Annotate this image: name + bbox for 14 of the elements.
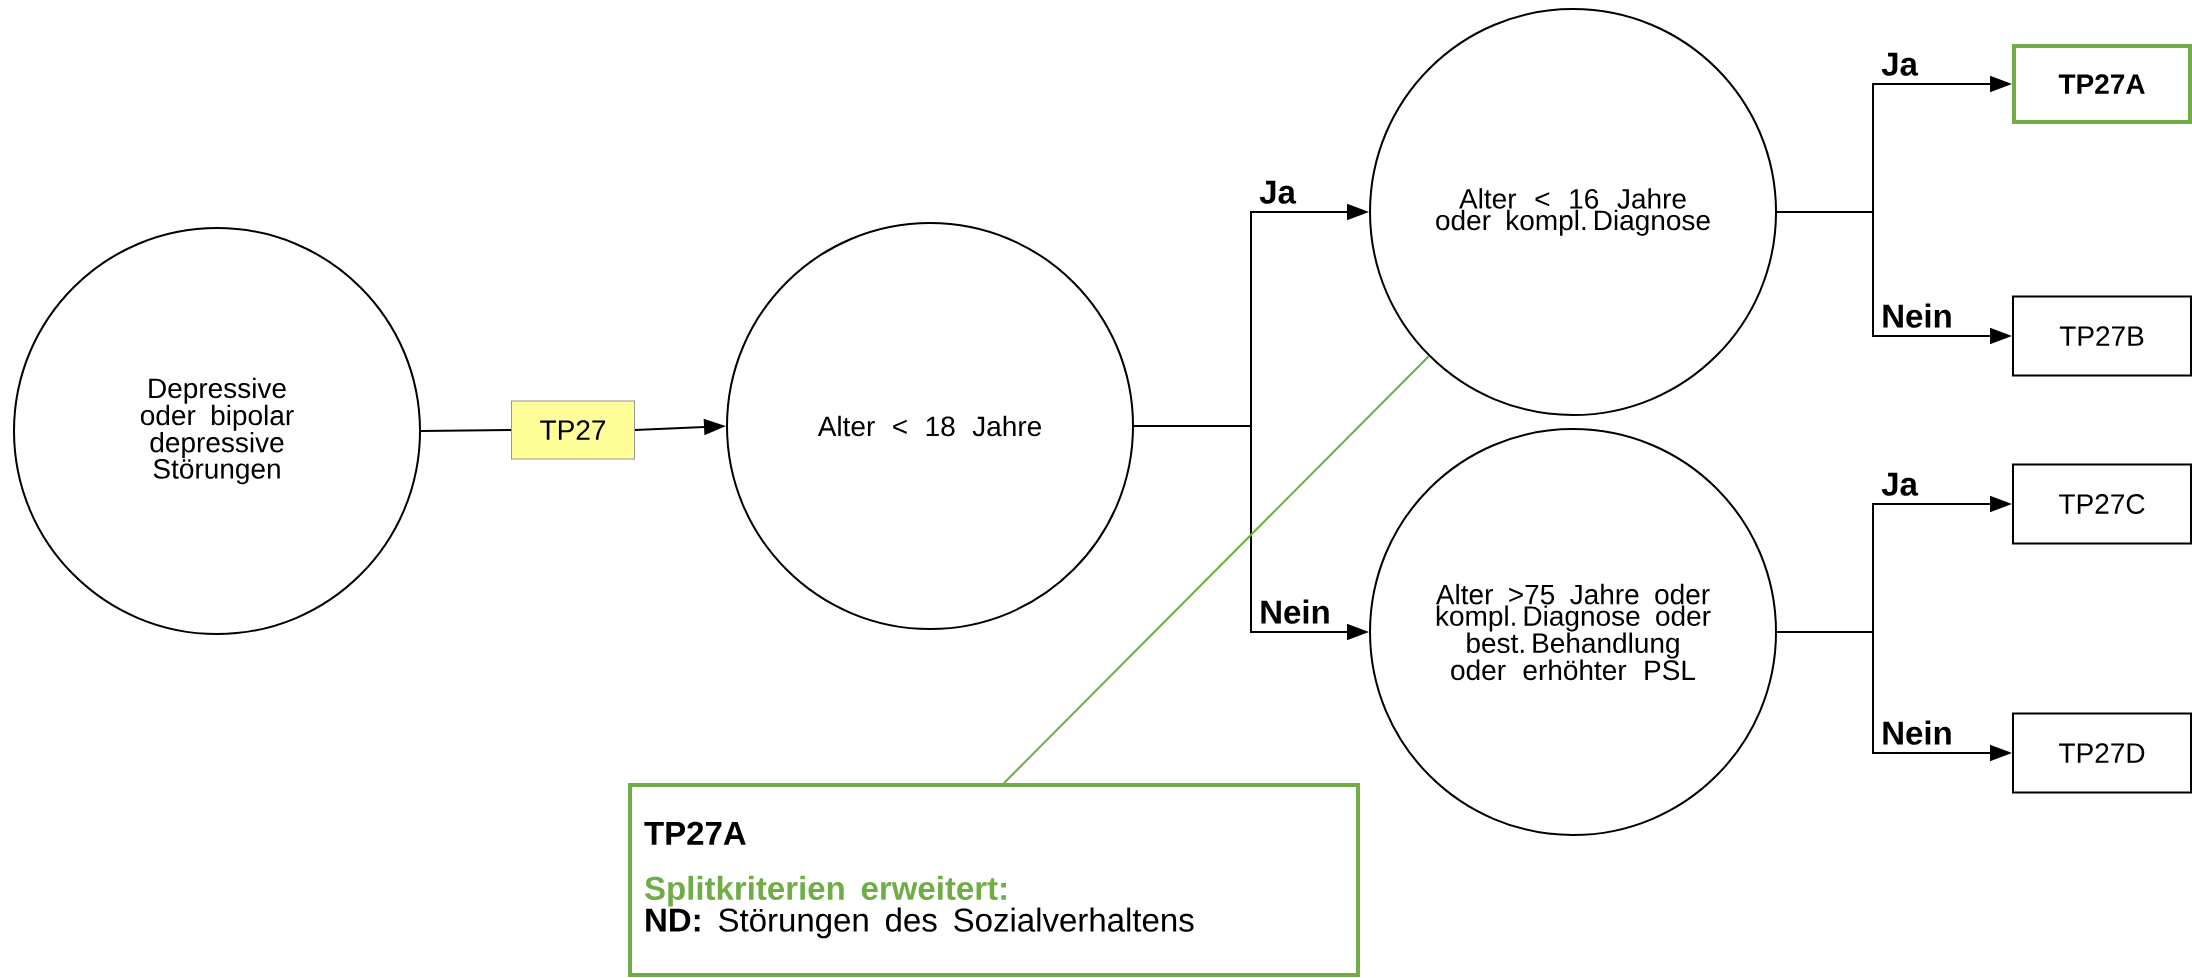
edge-label: Nein [1257, 597, 1333, 626]
result-box: TP27C [2012, 463, 2192, 545]
edge-label: Ja [1879, 50, 1920, 78]
result-box: TP27B [2012, 295, 2192, 377]
result-box: TP27D [2012, 712, 2192, 794]
edge-label: Nein [1879, 718, 1955, 747]
edge-label: Ja [1257, 178, 1298, 206]
callout-box: TP27A Splitkriterien erweitert: ND: Störungen des Sozialverhaltens [628, 783, 1360, 977]
label-box: TP27 [511, 400, 635, 460]
edge-label: Ja [1879, 470, 1920, 498]
result-box: TP27A [2012, 44, 2192, 124]
leader-line [1003, 355, 1430, 784]
edge-label: Nein [1879, 301, 1955, 330]
connector [420, 429, 512, 432]
